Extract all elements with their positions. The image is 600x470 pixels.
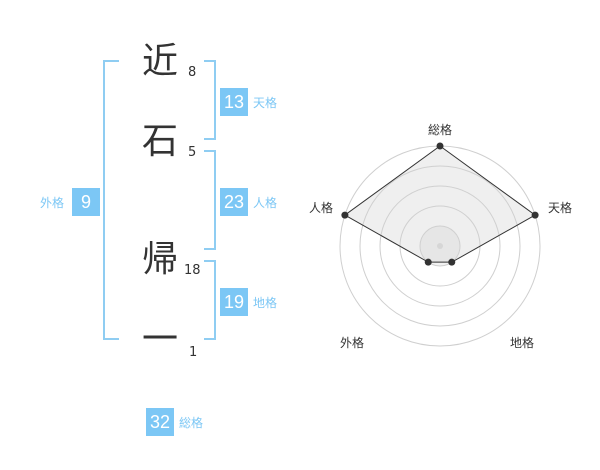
name-char-3: 帰 <box>141 239 178 280</box>
tenkaku-label: 天格 <box>253 96 278 110</box>
radar-label-gaikaku: 外格 <box>340 336 365 350</box>
stroke-count-3: 18 <box>184 263 201 278</box>
soukaku-value: 32 <box>146 408 174 436</box>
soukaku-label: 総格 <box>179 416 204 430</box>
radar-data-polygon <box>343 145 537 263</box>
tenkaku-value: 13 <box>220 88 248 116</box>
radar-label-chikaku: 地格 <box>510 336 535 350</box>
stroke-count-4: 1 <box>189 345 198 360</box>
chikaku-value: 19 <box>220 288 248 316</box>
radar-chart <box>339 142 541 347</box>
gaikaku-label: 外格 <box>40 196 65 210</box>
radar-ring <box>379 185 501 307</box>
radar-point-3 <box>448 258 456 266</box>
tenkaku-bracket <box>204 60 216 140</box>
chikaku-bracket <box>204 260 216 340</box>
radar-center-point <box>437 243 443 249</box>
chikaku-label: 地格 <box>253 296 278 310</box>
radar-label-tenkaku: 天格 <box>548 201 573 215</box>
stroke-count-1: 8 <box>188 65 197 80</box>
radar-point-1 <box>436 142 444 150</box>
radar-ring <box>359 165 521 327</box>
name-char-1: 近 <box>141 41 178 82</box>
gaikaku-value: 9 <box>72 188 100 216</box>
radar-label-jinkaku: 人格 <box>309 201 334 215</box>
jinkaku-label: 人格 <box>253 196 278 210</box>
radar-label-soukaku: 総格 <box>428 123 453 137</box>
radar-point-4 <box>424 258 432 266</box>
jinkaku-bracket <box>204 150 216 250</box>
radar-point-5 <box>341 211 349 219</box>
jinkaku-value: 23 <box>220 188 248 216</box>
stroke-count-2: 5 <box>188 145 197 160</box>
gaikaku-bracket <box>103 60 119 340</box>
name-char-4: 一 <box>141 319 178 360</box>
name-char-2: 石 <box>141 121 178 162</box>
radar-point-2 <box>531 211 539 219</box>
